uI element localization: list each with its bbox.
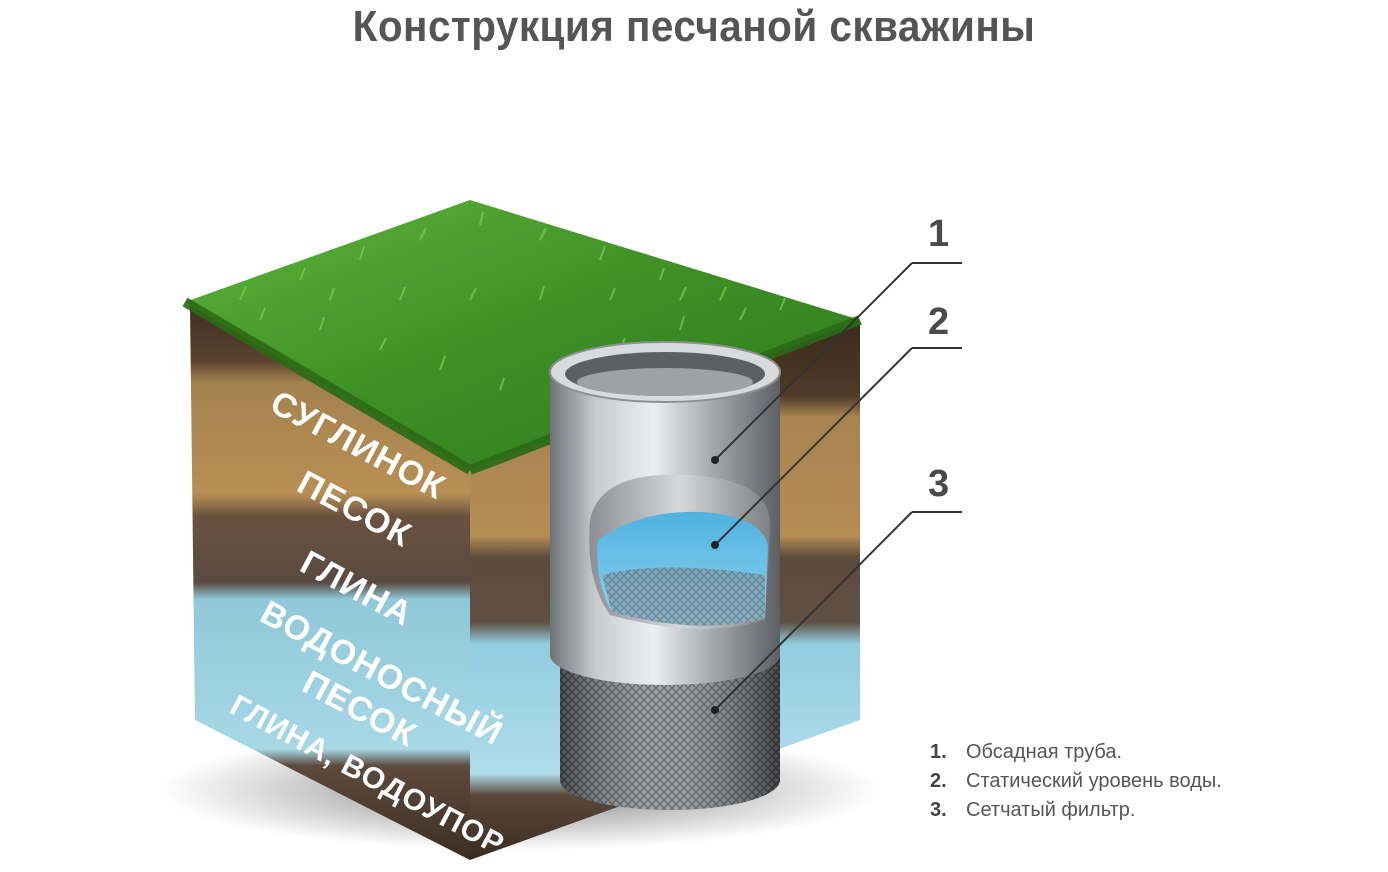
callout-number-2: 2	[928, 301, 949, 343]
legend-number: 2.	[930, 770, 947, 792]
callout-line-2-diagonal	[714, 347, 913, 546]
grass-top	[185, 200, 860, 470]
callout-line-1-diagonal	[714, 262, 913, 461]
callout-line-3-diagonal	[714, 511, 913, 711]
pipe-top-inner	[577, 368, 753, 396]
grass-edge-front	[182, 297, 473, 475]
legend-text: Статический уровень воды.	[966, 770, 1222, 792]
mesh-filter-shade	[560, 650, 780, 810]
pipe-inner-mesh	[602, 567, 765, 626]
legend-item: 3. Сетчатый фильтр.	[930, 796, 1222, 825]
legend-item: 1. Обсадная труба.	[930, 738, 1222, 767]
callout-dot-1	[711, 456, 719, 464]
page-title: Конструкция песчаной скважины	[352, 2, 1036, 51]
callout-dot-3	[711, 706, 719, 714]
callout-dots	[711, 456, 719, 714]
callout-numbers: 1 2 3	[928, 213, 949, 505]
callout-lines	[714, 262, 962, 711]
legend-text: Сетчатый фильтр.	[966, 799, 1136, 821]
soil-block-front-face	[190, 305, 470, 860]
callout-number-1: 1	[928, 213, 949, 255]
legend-number: 1.	[930, 741, 947, 763]
casing-pipe	[549, 341, 781, 810]
callout-number-3: 3	[928, 463, 949, 505]
callout-dot-2	[711, 541, 719, 549]
legend-list: 1. Обсадная труба. 2. Статический уровень …	[930, 738, 1222, 825]
legend-number: 3.	[930, 799, 947, 821]
legend-text: Обсадная труба.	[966, 741, 1123, 763]
legend-item: 2. Статический уровень воды.	[930, 767, 1222, 796]
